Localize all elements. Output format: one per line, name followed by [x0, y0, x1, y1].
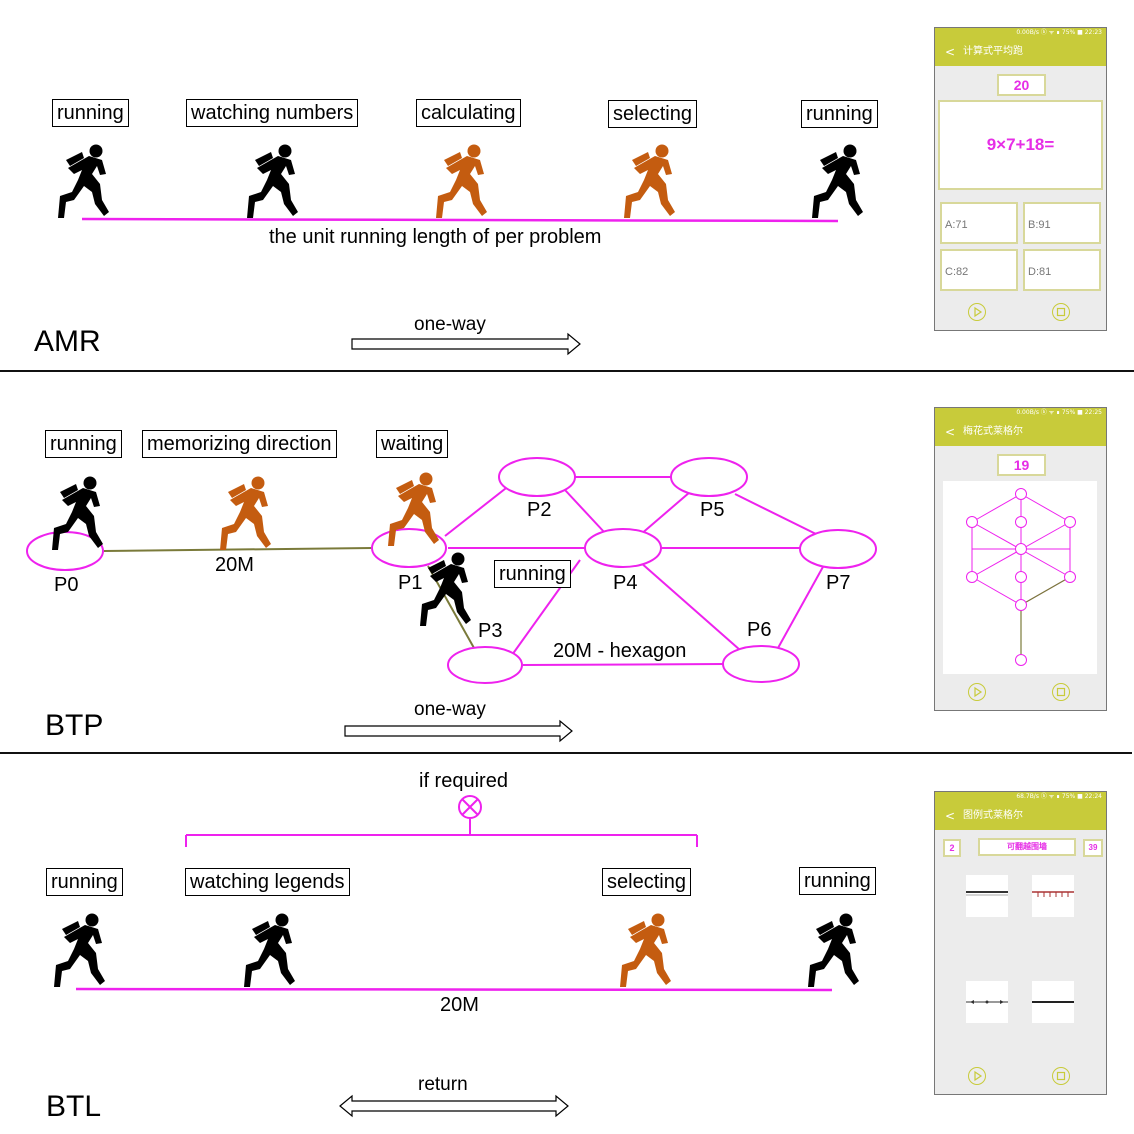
arrow-right-icon	[344, 719, 573, 743]
btl-condition-label: if required	[419, 770, 508, 792]
runner-black-icon	[812, 144, 863, 218]
btp-section-title: BTP	[45, 709, 104, 742]
node-label-p6: P6	[747, 619, 772, 641]
phone-screen-amr: 0.00B/s ⓑ ᯤ ∎ 75% ■ 22:23 < 计算式平均跑 20 9×…	[934, 27, 1107, 331]
stop-icon[interactable]	[1052, 683, 1070, 701]
app-title-bar: < 图例式莱格尔	[935, 802, 1106, 830]
btl-label-running-1: running	[46, 868, 123, 896]
btp-hexagon-label: 20M - hexagon	[553, 640, 687, 662]
phone-screen-btp: 0.00B/s ⓑ ᯤ ∎ 75% ■ 22:25 < 梅花式莱格尔 19	[934, 407, 1107, 711]
runner-black-icon	[58, 144, 109, 218]
amr-label-selecting: selecting	[608, 100, 697, 128]
legend-title: 可翻越围墙	[978, 838, 1076, 856]
legend-option-2[interactable]	[1032, 875, 1074, 917]
back-chevron-icon[interactable]: <	[945, 45, 956, 59]
stop-icon[interactable]	[1052, 1067, 1070, 1085]
node-label-p7: P7	[826, 572, 851, 594]
node-label-p2: P2	[527, 499, 552, 521]
node-label-p3: P3	[478, 620, 503, 642]
status-bar: 68.7B/s ⓑ ᯤ ∎ 75% ■ 22:24	[935, 792, 1106, 802]
option-c-button[interactable]: C:82	[940, 249, 1018, 291]
option-a-button[interactable]: A:71	[940, 202, 1018, 244]
amr-label-calculating: calculating	[416, 99, 521, 127]
btp-label-memorizing-direction: memorizing direction	[142, 430, 337, 458]
question-display: 9×7+18=	[938, 100, 1103, 190]
amr-line-caption: the unit running length of per problem	[269, 226, 602, 248]
btl-label-selecting: selecting	[602, 868, 691, 896]
runner-orange-icon	[620, 913, 671, 987]
runner-orange-icon	[220, 476, 271, 550]
runner-black-icon	[54, 913, 105, 987]
option-b-button[interactable]: B:91	[1023, 202, 1101, 244]
btp-label-runner-running: running	[494, 560, 571, 588]
btl-line-caption: 20M	[440, 994, 479, 1016]
play-icon[interactable]	[968, 683, 986, 701]
app-title: 计算式平均跑	[963, 46, 1023, 57]
right-count: 39	[1083, 839, 1103, 857]
stop-icon[interactable]	[1052, 303, 1070, 321]
node-label-p1: P1	[398, 572, 423, 594]
btl-label-running-2: running	[799, 867, 876, 895]
app-title-bar: < 梅花式莱格尔	[935, 418, 1106, 446]
amr-section-title: AMR	[34, 325, 101, 358]
left-count: 2	[943, 839, 961, 857]
runner-orange-icon	[624, 144, 675, 218]
amr-label-running-1: running	[52, 99, 129, 127]
legend-option-3[interactable]	[966, 981, 1008, 1023]
btp-edge-label: 20M	[215, 554, 254, 576]
btp-label-running: running	[45, 430, 122, 458]
play-icon[interactable]	[968, 303, 986, 321]
runner-orange-icon	[436, 144, 487, 218]
amr-label-running-2: running	[801, 100, 878, 128]
btl-running-line	[75, 987, 833, 992]
status-bar: 0.00B/s ⓑ ᯤ ∎ 75% ■ 22:23	[935, 28, 1106, 38]
node-label-p4: P4	[613, 572, 638, 594]
btl-condition-bracket	[185, 795, 698, 847]
btp-label-waiting: waiting	[376, 430, 449, 458]
node-label-p0: P0	[54, 574, 79, 596]
divider	[0, 752, 1132, 754]
problem-number: 19	[997, 454, 1046, 476]
legend-option-4[interactable]	[1032, 981, 1074, 1023]
arrow-double-icon	[339, 1094, 569, 1118]
btl-direction-label: return	[418, 1074, 468, 1095]
legend-option-1[interactable]	[966, 875, 1008, 917]
divider	[0, 370, 1134, 372]
problem-number: 20	[997, 74, 1046, 96]
amr-running-line	[81, 217, 839, 223]
amr-label-watching-numbers: watching numbers	[186, 99, 359, 127]
runner-black-icon	[244, 913, 295, 987]
option-d-button[interactable]: D:81	[1023, 249, 1101, 291]
amr-direction-label: one-way	[414, 314, 486, 335]
btp-graph-nodes	[26, 457, 877, 684]
status-bar: 0.00B/s ⓑ ᯤ ∎ 75% ■ 22:25	[935, 408, 1106, 418]
node-label-p5: P5	[700, 499, 725, 521]
play-icon[interactable]	[968, 1067, 986, 1085]
back-chevron-icon[interactable]: <	[945, 425, 956, 439]
btp-direction-label: one-way	[414, 699, 486, 720]
runner-black-icon	[247, 144, 298, 218]
app-title: 梅花式莱格尔	[963, 426, 1023, 437]
app-title-bar: < 计算式平均跑	[935, 38, 1106, 66]
app-title: 图例式莱格尔	[963, 810, 1023, 821]
arrow-right-icon	[351, 332, 581, 356]
runner-black-icon	[808, 913, 859, 987]
phone-screen-btl: 68.7B/s ⓑ ᯤ ∎ 75% ■ 22:24 < 图例式莱格尔 2 可翻越…	[934, 791, 1107, 1095]
btl-label-watching-legends: watching legends	[185, 868, 350, 896]
back-chevron-icon[interactable]: <	[945, 809, 956, 823]
direction-map	[943, 481, 1097, 674]
btl-section-title: BTL	[46, 1090, 102, 1123]
